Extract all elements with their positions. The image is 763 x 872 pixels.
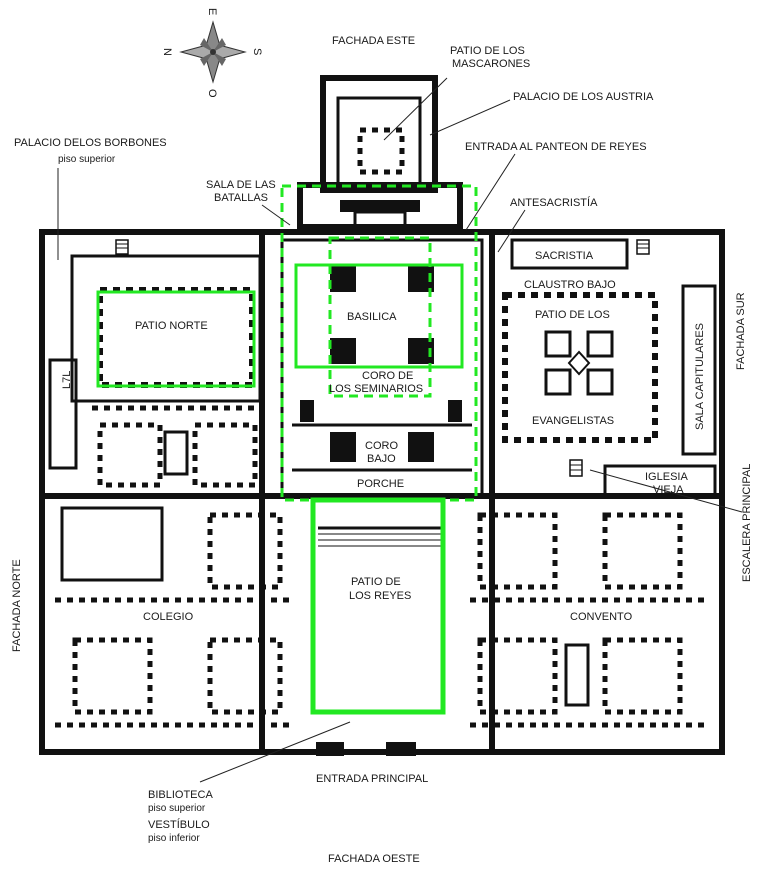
- outer-walls: [39, 229, 725, 755]
- label-patio-mascarones-1: PATIO DE LOS: [450, 45, 525, 57]
- label-coro-bajo-1: CORO: [365, 440, 398, 452]
- highlight-patio-reyes: [310, 497, 446, 715]
- label-entrada-panteon: ENTRADA AL PANTEON DE REYES: [465, 141, 647, 153]
- label-sala-capitulares: SALA CAPITULARES: [694, 323, 706, 430]
- label-biblioteca-2: piso superior: [148, 803, 206, 814]
- label-fachada-este: FACHADA ESTE: [332, 35, 415, 47]
- label-entrada-principal: ENTRADA PRINCIPAL: [316, 773, 428, 785]
- label-escalera-principal: ESCALERA PRINCIPAL: [741, 464, 753, 582]
- basilica-structure: [280, 200, 484, 497]
- compass-west-label: O: [206, 89, 218, 98]
- label-palacio-austria: PALACIO DE LOS AUSTRIA: [513, 91, 654, 103]
- highlight-patio-norte: [96, 290, 256, 388]
- convento-courtyards: [470, 512, 710, 728]
- label-convento: CONVENTO: [570, 611, 633, 623]
- label-palacio-borbones-2: piso superior: [58, 154, 116, 165]
- highlight-basilica: [294, 263, 464, 369]
- label-patio-mascarones-2: MASCARONES: [452, 58, 530, 70]
- highlight-overlays: [96, 184, 478, 715]
- stairs-icon: [115, 239, 650, 477]
- label-vestibulo-2: piso inferior: [148, 833, 200, 844]
- label-claustro-bajo: CLAUSTRO BAJO: [524, 279, 616, 291]
- label-coro-seminarios-1: CORO DE: [362, 370, 413, 382]
- label-biblioteca-1: BIBLIOTECA: [148, 789, 213, 801]
- compass-rose-icon: [179, 20, 247, 84]
- label-coro-seminarios-2: LOS SEMINARIOS: [329, 383, 423, 395]
- compass-south-label: S: [251, 48, 263, 55]
- label-vestibulo-1: VESTÍBULO: [148, 818, 210, 831]
- label-sala-batallas-2: BATALLAS: [214, 192, 268, 204]
- label-patio-norte: PATIO NORTE: [135, 320, 208, 332]
- colegio-courtyards: [55, 506, 290, 728]
- label-antesacristia: ANTESACRISTÍA: [510, 196, 598, 209]
- label-fachada-norte: FACHADA NORTE: [11, 559, 23, 652]
- highlight-coro-seminarios: [328, 236, 432, 398]
- label-coro-bajo-2: BAJO: [367, 453, 396, 465]
- label-porche: PORCHE: [357, 478, 404, 490]
- label-sala-batallas-1: SALA DE LAS: [206, 179, 276, 191]
- label-basilica: BASILICA: [347, 311, 397, 323]
- label-iglesia-vieja-2: VIEJA: [653, 484, 684, 496]
- label-patio-evangelistas-2: EVANGELISTAS: [532, 415, 614, 427]
- label-patio-reyes-2: LOS REYES: [349, 590, 411, 602]
- label-patio-evangelistas-1: PATIO DE LOS: [535, 309, 610, 321]
- label-fachada-sur: FACHADA SUR: [735, 292, 747, 370]
- label-colegio: COLEGIO: [143, 611, 194, 623]
- compass-north-label: N: [161, 48, 173, 56]
- north-lower-colonnades: [92, 405, 258, 488]
- patio-norte-colonnade: [97, 287, 255, 388]
- label-small-mark: L7L: [61, 371, 73, 389]
- label-iglesia-vieja-1: IGLESIA: [645, 471, 688, 483]
- label-palacio-borbones-1: PALACIO DELOS BORBONES: [14, 137, 167, 149]
- leader-lines: [57, 77, 743, 783]
- compass-east-label: E: [206, 8, 218, 15]
- label-sacristia: SACRISTIA: [535, 250, 594, 262]
- label-patio-reyes-1: PATIO DE: [351, 576, 401, 588]
- patio-evangelistas-structure: [502, 292, 658, 443]
- patio-reyes-structure: [316, 526, 442, 756]
- label-fachada-oeste: FACHADA OESTE: [328, 853, 420, 865]
